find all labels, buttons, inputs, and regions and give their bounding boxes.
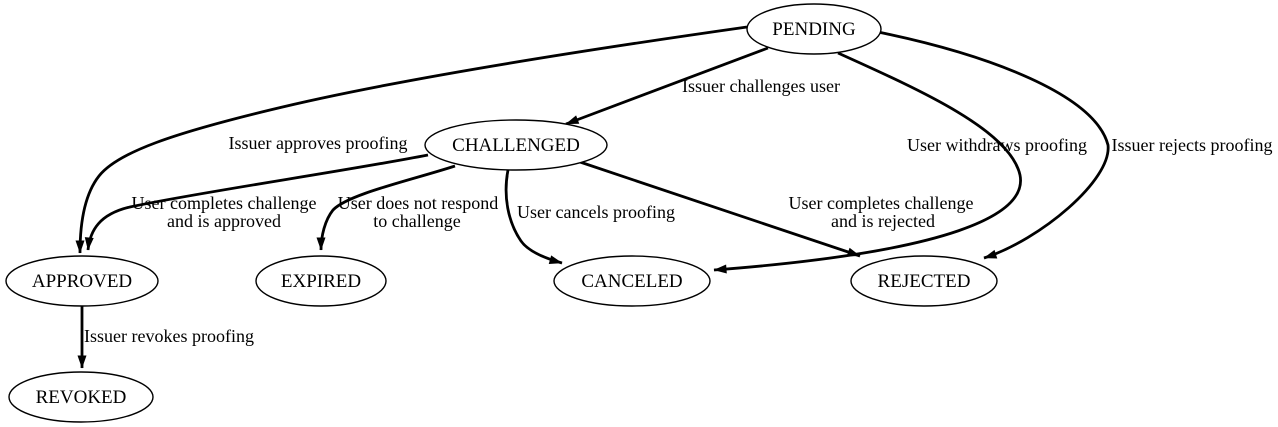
edges	[75, 25, 1110, 369]
edge-pending-challenged	[565, 46, 769, 126]
node-canceled-label: CANCELED	[581, 271, 682, 292]
edge-labels: Issuer challenges user Issuer approves p…	[84, 76, 1272, 346]
node-challenged-label: CHALLENGED	[452, 135, 580, 156]
node-canceled-ellipse	[553, 255, 711, 307]
edge-label-issuer-rejects-proofing: Issuer rejects proofing	[1112, 135, 1273, 155]
node-challenged: CHALLENGED	[424, 119, 608, 171]
node-rejected-ellipse	[850, 255, 998, 307]
node-rejected-label: REJECTED	[878, 271, 971, 292]
edge-challenged-canceled	[504, 169, 563, 265]
edge-label-user-completes-challenge-rejected-line1: User completes challenge	[789, 193, 974, 213]
node-revoked-ellipse	[8, 371, 154, 423]
edge-label-issuer-approves-proofing: Issuer approves proofing	[229, 133, 408, 153]
edge-label-user-cancels-proofing: User cancels proofing	[517, 202, 675, 222]
edge-pending-rejected	[877, 30, 1110, 260]
edge-label-user-does-not-respond-line2: to challenge	[373, 211, 460, 231]
edge-challenged-rejected	[579, 160, 861, 258]
node-canceled: CANCELED	[553, 255, 711, 307]
node-approved: APPROVED	[5, 255, 159, 307]
node-challenged-ellipse	[424, 119, 608, 171]
node-approved-ellipse	[5, 255, 159, 307]
edge-label-user-does-not-respond-line1: User does not respond	[338, 193, 498, 213]
edge-challenged-expired	[316, 164, 456, 251]
edge-label-user-completes-challenge-approved-line2: and is approved	[167, 211, 281, 231]
edge-pending-approved	[75, 25, 748, 254]
nodes: PENDING CHALLENGED APPROVED EXPIRED CANC…	[5, 3, 998, 423]
node-expired-ellipse	[255, 255, 387, 307]
edge-label-user-withdraws-proofing: User withdraws proofing	[907, 135, 1087, 155]
node-pending: PENDING	[746, 3, 882, 55]
node-revoked-label: REVOKED	[36, 387, 127, 408]
node-rejected: REJECTED	[850, 255, 998, 307]
edge-challenged-approved	[84, 153, 429, 251]
node-approved-label: APPROVED	[32, 271, 132, 292]
edge-label-issuer-revokes-proofing: Issuer revokes proofing	[84, 326, 254, 346]
node-revoked: REVOKED	[8, 371, 154, 423]
node-pending-ellipse	[746, 3, 882, 55]
edge-label-user-completes-challenge-approved-line1: User completes challenge	[132, 193, 317, 213]
edge-label-issuer-challenges-user: Issuer challenges user	[682, 76, 840, 96]
node-expired: EXPIRED	[255, 255, 387, 307]
node-pending-label: PENDING	[772, 19, 856, 40]
edge-pending-canceled	[713, 51, 1022, 274]
edge-label-user-completes-challenge-rejected-line2: and is rejected	[831, 211, 935, 231]
node-expired-label: EXPIRED	[281, 271, 361, 292]
